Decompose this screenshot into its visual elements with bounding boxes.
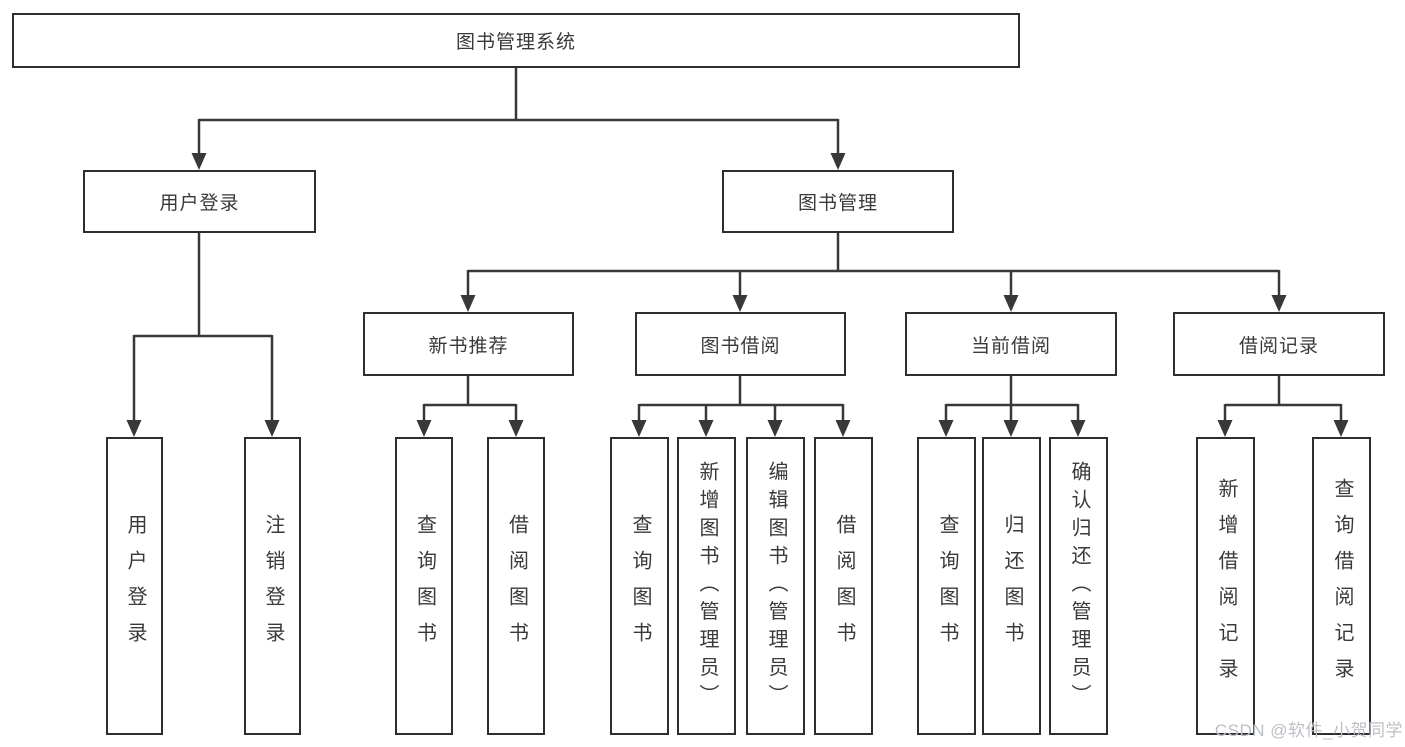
leaf-query-books-recommend: 查询图书 bbox=[395, 437, 453, 735]
leaf-return-books-label: 归还图书 bbox=[1001, 514, 1023, 658]
node-borrow-records: 借阅记录 bbox=[1173, 312, 1385, 376]
leaf-query-books-current-label: 查询图书 bbox=[936, 514, 958, 658]
leaf-edit-books-admin: 编辑图书（管理员） bbox=[746, 437, 805, 735]
node-current-borrow: 当前借阅 bbox=[905, 312, 1117, 376]
leaf-borrow-books-recommend: 借阅图书 bbox=[487, 437, 545, 735]
node-library-system-label: 图书管理系统 bbox=[455, 32, 576, 53]
leaf-borrow-books-recommend-label: 借阅图书 bbox=[505, 514, 528, 658]
leaf-borrow-books-label: 借阅图书 bbox=[833, 514, 855, 658]
leaf-confirm-return-admin-label: 确认归还（管理员） bbox=[1068, 460, 1090, 712]
leaf-user-login: 用户登录 bbox=[106, 437, 163, 735]
node-library-system: 图书管理系统 bbox=[12, 13, 1020, 68]
node-user-login-label: 用户登录 bbox=[159, 193, 240, 214]
leaf-borrow-books: 借阅图书 bbox=[814, 437, 873, 735]
node-current-borrow-label: 当前借阅 bbox=[970, 335, 1051, 357]
leaf-logout: 注销登录 bbox=[244, 437, 301, 735]
watermark: CSDN @软件_小贺同学 bbox=[1214, 721, 1403, 740]
node-borrow-records-label: 借阅记录 bbox=[1238, 335, 1319, 357]
node-new-book-recommend: 新书推荐 bbox=[363, 312, 574, 376]
leaf-add-books-admin-label: 新增图书（管理员） bbox=[696, 460, 718, 712]
leaf-add-borrow-record: 新增借阅记录 bbox=[1196, 437, 1255, 735]
leaf-confirm-return-admin: 确认归还（管理员） bbox=[1049, 437, 1108, 735]
leaf-add-books-admin: 新增图书（管理员） bbox=[677, 437, 736, 735]
leaf-logout-label: 注销登录 bbox=[262, 514, 284, 658]
leaf-query-borrow-record-label: 查询借阅记录 bbox=[1331, 478, 1353, 694]
leaf-query-books-current: 查询图书 bbox=[917, 437, 976, 735]
leaf-query-borrow-record: 查询借阅记录 bbox=[1312, 437, 1371, 735]
leaf-query-books-borrow-label: 查询图书 bbox=[629, 514, 651, 658]
node-user-login: 用户登录 bbox=[83, 170, 316, 233]
node-new-book-recommend-label: 新书推荐 bbox=[428, 335, 509, 357]
leaf-user-login-label: 用户登录 bbox=[124, 514, 146, 658]
node-book-management-label: 图书管理 bbox=[797, 193, 878, 214]
leaf-edit-books-admin-label: 编辑图书（管理员） bbox=[765, 460, 787, 712]
leaf-query-books-borrow: 查询图书 bbox=[610, 437, 669, 735]
leaf-query-books-recommend-label: 查询图书 bbox=[413, 514, 436, 658]
leaf-add-borrow-record-label: 新增借阅记录 bbox=[1215, 478, 1237, 694]
node-book-borrow-label: 图书借阅 bbox=[700, 335, 781, 357]
node-book-borrow: 图书借阅 bbox=[635, 312, 846, 376]
node-book-management: 图书管理 bbox=[722, 170, 954, 233]
leaf-return-books: 归还图书 bbox=[982, 437, 1041, 735]
